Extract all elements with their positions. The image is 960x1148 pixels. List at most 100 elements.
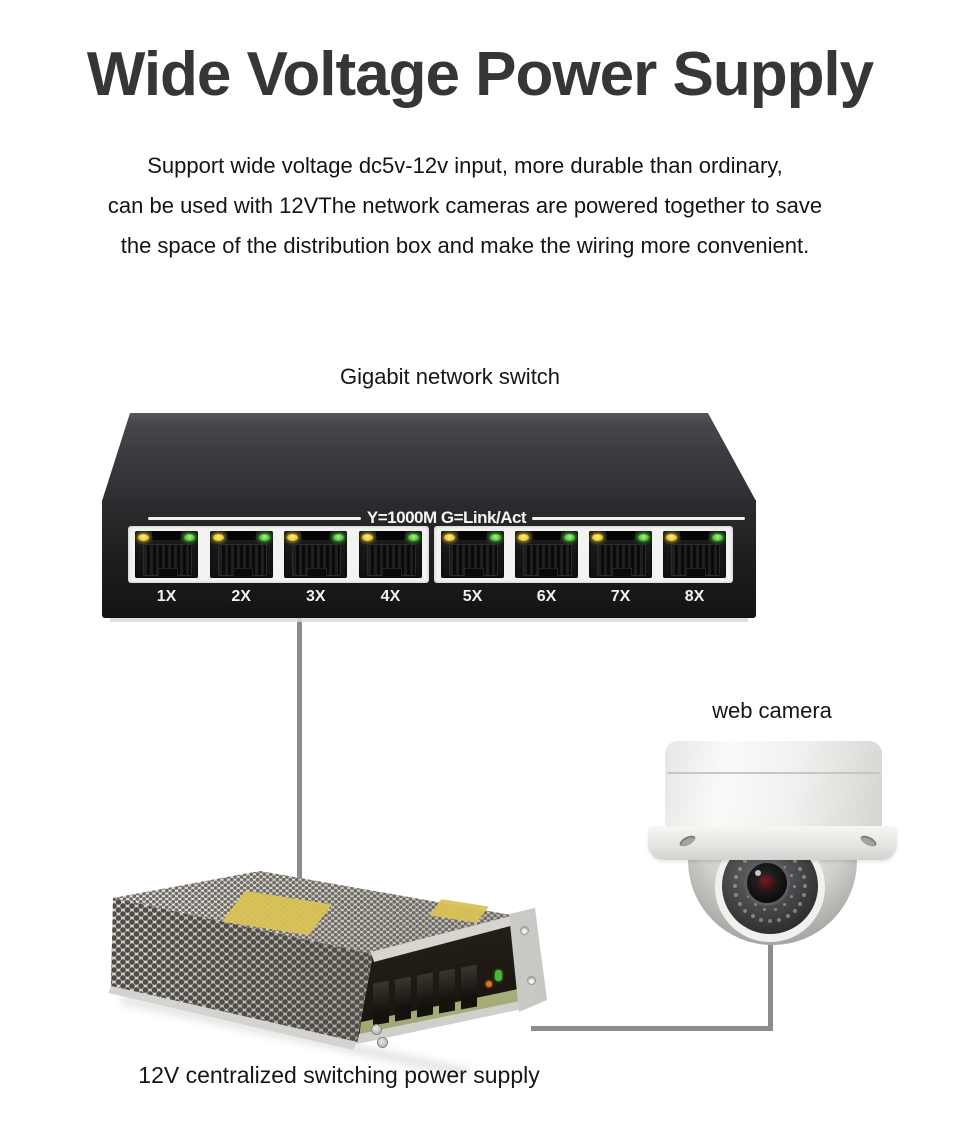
ir-led (753, 903, 757, 907)
psu-led-green (495, 970, 502, 981)
rj45-port (135, 531, 198, 578)
psu-label: 12V centralized switching power supply (138, 1062, 540, 1088)
port-labels-1: 1X 2X 3X 4X (128, 588, 429, 612)
ir-led (737, 901, 742, 906)
switch-base-edge (110, 618, 748, 622)
port-led-green (258, 534, 270, 541)
port-led-green (407, 534, 419, 541)
ir-led (785, 914, 790, 919)
ir-led (777, 917, 782, 922)
ir-led (792, 884, 796, 888)
port-labels-2: 5X 6X 7X 8X (434, 588, 733, 612)
port-led-yellow (212, 534, 224, 541)
rj45-jack (523, 544, 572, 576)
ir-led (763, 907, 767, 911)
camera-seam (667, 772, 880, 774)
legend-line-left (148, 516, 361, 520)
description-line: can be used with 12VThe network cameras … (107, 193, 823, 218)
camera-body (665, 741, 882, 829)
port-led-yellow (666, 534, 677, 541)
port-label: 5X (462, 588, 483, 605)
rj45-jack (366, 544, 416, 576)
ir-led (734, 893, 739, 898)
port-label: 8X (684, 588, 705, 605)
rj45-port (358, 531, 422, 578)
cable-psu-to-camera (531, 1026, 773, 1031)
psu-bolt (377, 1037, 388, 1048)
ir-led (783, 865, 787, 869)
rj45-jack (671, 544, 720, 576)
cable-camera-drop (768, 936, 773, 1031)
port-label: 1X (156, 588, 177, 605)
terminal-fin (373, 980, 389, 1026)
ir-led (798, 901, 803, 906)
lens-aperture (758, 874, 776, 892)
rj45-port (284, 531, 348, 578)
ir-led (737, 866, 742, 871)
port-led-yellow (287, 534, 299, 541)
network-switch: Y=1000M G=Link/Act 1X 2X 3X 4X 5X 6X 7X 8X (100, 410, 760, 625)
ir-led (803, 884, 807, 888)
ir-led (798, 866, 803, 871)
rj45-port (589, 531, 652, 578)
port-label: 2X (231, 588, 251, 605)
switch-lid (102, 413, 756, 501)
ir-led (743, 859, 748, 864)
ir-led (790, 874, 794, 878)
ir-led (801, 893, 806, 898)
cable-switch-to-psu (297, 617, 302, 895)
page-title: Wide Voltage Power Supply (86, 40, 874, 109)
ir-led (743, 908, 748, 913)
switch-front-panel: Y=1000M G=Link/Act 1X 2X 3X 4X 5X 6X 7X 8X (102, 500, 756, 618)
ir-led (750, 914, 755, 919)
rj45-jack (449, 544, 498, 576)
port-led-yellow (444, 534, 455, 541)
psu-bolt (371, 1024, 382, 1035)
ir-led (768, 919, 772, 923)
port-label: 4X (380, 588, 401, 605)
port-led-green (490, 534, 501, 541)
rj45-jack (597, 544, 646, 576)
port-label: 3X (306, 588, 326, 605)
ir-led (790, 894, 794, 898)
flange-hole-bottom (527, 976, 536, 985)
description-line: Support wide voltage dc5v-12v input, mor… (147, 153, 783, 178)
port-group-2 (434, 526, 733, 583)
terminal-fin (417, 972, 433, 1018)
switch-label: Gigabit network switch (339, 364, 561, 389)
camera-lens (744, 860, 790, 906)
rj45-jack (292, 544, 342, 576)
port-group-1 (128, 526, 429, 583)
rj45-port (209, 531, 273, 578)
port-led-yellow (518, 534, 529, 541)
port-led-green (712, 534, 723, 541)
rj45-port (663, 531, 726, 578)
ir-led (773, 907, 777, 911)
terminal-fin (461, 964, 477, 1010)
port-led-yellow (138, 534, 149, 541)
port-led-green (638, 534, 649, 541)
switch-legend: Y=1000M G=Link/Act (148, 508, 745, 528)
flange-hole-top (520, 926, 529, 935)
port-label: 7X (610, 588, 631, 605)
ir-led (792, 859, 797, 864)
terminal-fin (439, 968, 455, 1014)
description: Support wide voltage dc5v-12v input, mor… (0, 146, 930, 266)
screw-hole-left (678, 833, 697, 849)
port-led-green (184, 534, 195, 541)
port-led-green (564, 534, 575, 541)
ir-led (792, 908, 797, 913)
web-camera (640, 733, 905, 948)
power-supply (105, 866, 565, 1078)
screw-hole-right (859, 833, 878, 849)
port-label: 6X (536, 588, 557, 605)
ir-led (733, 884, 737, 888)
ir-led (801, 874, 806, 879)
description-line: the space of the distribution box and ma… (120, 233, 810, 258)
rj45-jack (143, 544, 192, 576)
rj45-port (515, 531, 578, 578)
port-led-yellow (361, 534, 373, 541)
ir-led (734, 874, 739, 879)
rj45-port (441, 531, 504, 578)
